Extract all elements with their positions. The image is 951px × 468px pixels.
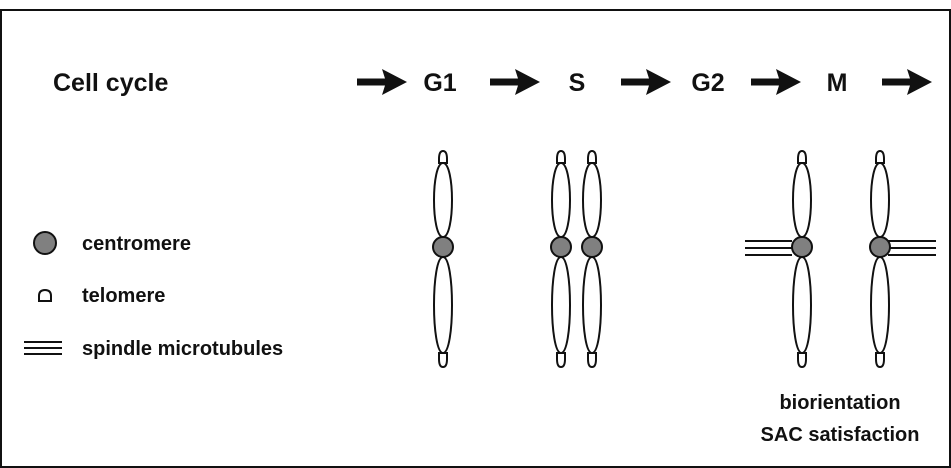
arrow-icon <box>751 69 801 95</box>
centromere <box>432 236 454 258</box>
centromere <box>581 236 603 258</box>
phase-label-g1: G1 <box>423 69 456 97</box>
phase-label-m: M <box>827 69 848 97</box>
centromere <box>869 236 891 258</box>
chromosome-g1 <box>432 150 454 368</box>
chromosome-m-bioriented <box>745 150 936 368</box>
telomere-icon <box>38 288 52 302</box>
arrow-icon <box>621 69 671 95</box>
legend-label-spindle-microtubules: spindle microtubules <box>82 338 283 360</box>
phase-label-s: S <box>569 69 586 97</box>
centromere-icon <box>33 231 57 255</box>
caption-biorientation: biorientation <box>779 392 900 414</box>
figure-frame <box>0 9 951 468</box>
legend-label-telomere: telomere <box>82 285 165 307</box>
spindle-microtubules-left <box>745 240 792 256</box>
phase-label-g2: G2 <box>691 69 724 97</box>
chromosome-s-replicated <box>550 150 603 368</box>
arrow-icon <box>490 69 540 95</box>
arrow-icon <box>357 69 407 95</box>
cell-cycle-title: Cell cycle <box>53 69 168 97</box>
legend-label-centromere: centromere <box>82 233 191 255</box>
spindle-microtubules-icon <box>24 341 62 355</box>
caption-sac-satisfaction: SAC satisfaction <box>761 424 920 446</box>
centromere <box>791 236 813 258</box>
centromere <box>550 236 572 258</box>
spindle-microtubules-right <box>888 240 936 256</box>
arrow-icon <box>882 69 932 95</box>
